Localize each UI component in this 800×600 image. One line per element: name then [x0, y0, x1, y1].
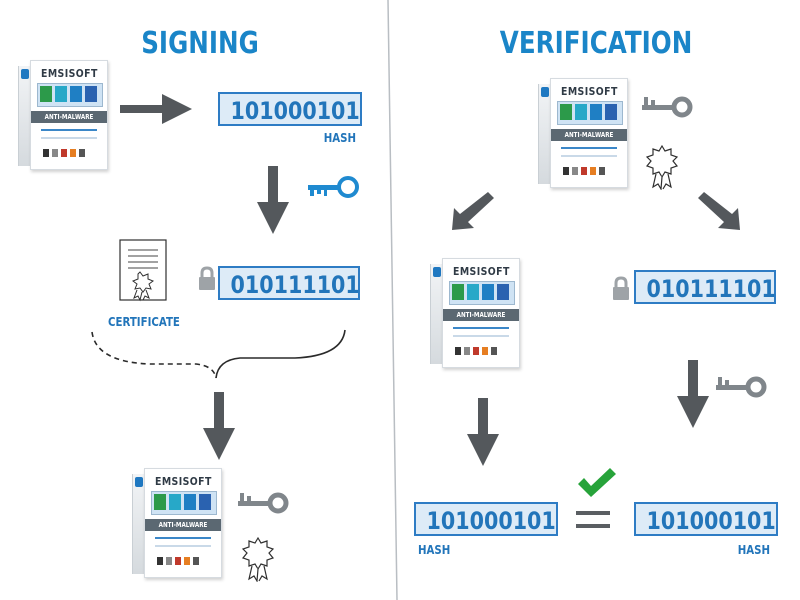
hash-label: HASH — [323, 131, 356, 145]
box-side-panel — [430, 264, 443, 364]
encrypted-hash-box: 010111101 — [218, 266, 360, 300]
verify-hash-left-label: HASH — [418, 543, 451, 557]
verify-decrypted-hash-box: 101000101 — [634, 502, 778, 536]
arrow-down-icon — [257, 166, 289, 234]
product-tagline-lines — [561, 147, 617, 157]
product-box-original: EMSISOFT ANTI-MALWARE — [18, 60, 108, 170]
arrow-down-icon — [677, 360, 709, 428]
arrow-down-icon — [203, 392, 235, 460]
certificate-label: CERTIFICATE — [108, 315, 180, 329]
key-icon — [642, 96, 693, 118]
lock-icon — [613, 276, 629, 300]
product-tagline-lines — [41, 129, 97, 139]
hash-value: 101000101 — [230, 97, 360, 125]
product-brand-logo: EMSISOFT — [560, 85, 618, 98]
product-tagline-lines — [453, 327, 509, 337]
key-icon — [716, 376, 767, 398]
hash-brace-solid — [215, 329, 346, 379]
arrow-down-right-icon — [698, 192, 740, 230]
key-icon — [308, 176, 359, 198]
box-side-panel — [18, 66, 31, 166]
product-brand-logo: EMSISOFT — [40, 67, 98, 80]
product-tagline-lines — [155, 537, 211, 547]
verify-computed-hash-box: 101000101 — [414, 502, 558, 536]
verify-decrypted-hash-value: 101000101 — [646, 507, 776, 535]
product-name-stripe: ANTI-MALWARE — [145, 519, 221, 531]
verify-encrypted-hash-value: 010111101 — [646, 275, 776, 303]
certificate-brace-dashed — [91, 331, 217, 379]
product-name-stripe: ANTI-MALWARE — [443, 309, 519, 321]
arrow-down-left-icon — [452, 192, 494, 230]
lock-icon — [199, 266, 215, 290]
seal-icon — [241, 536, 275, 582]
section-divider — [387, 0, 398, 600]
equals-sign-graphic: = — [576, 511, 610, 528]
verify-computed-hash-value: 101000101 — [426, 507, 556, 535]
verify-hash-right-label: HASH — [737, 543, 770, 557]
verify-encrypted-hash-box: 010111101 — [634, 270, 776, 304]
checkmark-icon — [578, 468, 616, 497]
seal-icon — [645, 144, 679, 190]
hash-value-box: 101000101 — [218, 92, 362, 126]
box-front: EMSISOFT ANTI-MALWARE — [30, 60, 108, 170]
product-name-stripe: ANTI-MALWARE — [31, 111, 107, 123]
verification-title: VERIFICATION — [499, 26, 693, 61]
box-front: EMSISOFT ANTI-MALWARE — [144, 468, 222, 578]
product-box-signed-received: EMSISOFT ANTI-MALWARE — [538, 78, 628, 188]
box-front: EMSISOFT ANTI-MALWARE — [550, 78, 628, 188]
arrow-right-icon — [120, 94, 192, 124]
product-box-verify: EMSISOFT ANTI-MALWARE — [430, 258, 520, 368]
arrow-down-icon — [467, 398, 499, 466]
product-box-signed: EMSISOFT ANTI-MALWARE — [132, 468, 222, 578]
key-icon — [238, 492, 289, 514]
product-brand-logo: EMSISOFT — [154, 475, 212, 488]
product-brand-logo: EMSISOFT — [452, 265, 510, 278]
certificate-document-icon — [119, 239, 167, 302]
signing-title: SIGNING — [141, 26, 259, 61]
encrypted-hash-value: 010111101 — [230, 271, 360, 299]
product-name-stripe: ANTI-MALWARE — [551, 129, 627, 141]
box-front: EMSISOFT ANTI-MALWARE — [442, 258, 520, 368]
box-side-panel — [132, 474, 145, 574]
box-side-panel — [538, 84, 551, 184]
